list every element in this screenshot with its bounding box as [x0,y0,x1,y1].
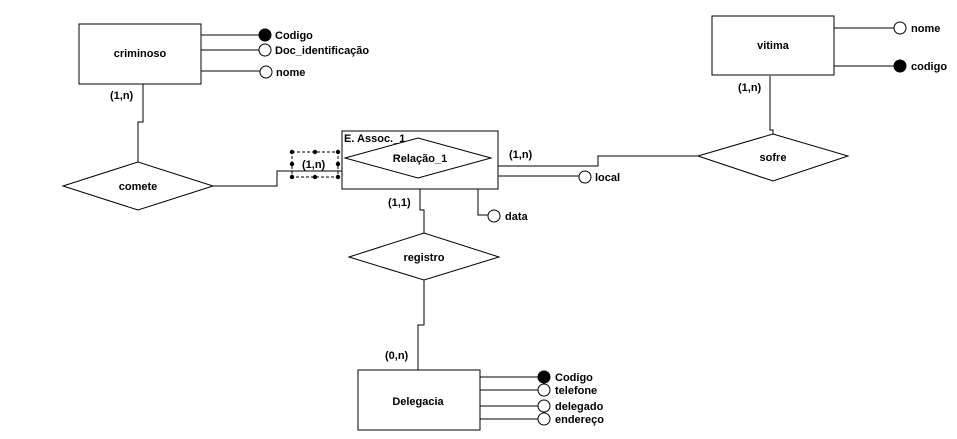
resize-handle[interactable] [289,149,295,155]
connector-lines [137,27,894,420]
cardinality-label: (1,n) [738,82,762,94]
attribute-label: endereço [555,414,604,426]
cardinality-label: (1,1) [388,197,411,209]
attribute-icon[interactable] [893,21,907,35]
attribute-label: Codigo [555,372,593,384]
cardinality-label: (0,n) [385,350,409,362]
cardinality-label: (1,n) [302,159,326,171]
attribute-icon[interactable] [487,209,501,223]
relationship-sofre[interactable]: sofre [696,133,850,182]
attribute-label: codigo [911,61,947,73]
selection-box[interactable] [289,149,341,180]
key-attribute-icon[interactable] [537,370,551,384]
entity-label: criminoso [114,48,167,60]
relationship-comete[interactable]: comete [61,161,215,211]
entity-box [711,15,835,76]
attribute-icon[interactable] [259,65,273,79]
criminoso-attributes: Codigo Doc_identificação nome [258,28,369,79]
attribute-label: Codigo [275,30,313,42]
attribute-icon[interactable] [537,399,551,413]
assoc-attributes: local data [487,170,620,223]
resize-handle[interactable] [335,174,341,180]
resize-handle[interactable] [312,174,318,180]
delegacia-attributes: Codigo telefone delegado endereço [537,370,604,426]
relationship-diamond [696,133,850,182]
entity-box [78,23,202,85]
resize-handle[interactable] [335,161,341,167]
associative-entity[interactable]: E. Assoc._1 Relação_1 [341,130,499,190]
relationship-label: registro [404,252,445,264]
attribute-label: Doc_identificação [275,45,369,57]
relationship-registro[interactable]: registro [347,232,501,281]
attribute-label: nome [911,23,940,35]
attribute-label: nome [276,67,305,79]
entity-vitima[interactable]: vitima [711,15,835,76]
attribute-icon[interactable] [258,43,272,57]
attribute-icon[interactable] [537,383,551,397]
vitima-attributes: nome codigo [893,21,947,73]
resize-handle[interactable] [289,161,295,167]
relationship-label: comete [119,181,158,193]
relationship-diamond [343,137,493,179]
entity-label: vitima [757,40,790,52]
cardinality-label: (1,n) [509,149,533,161]
relationship-label: Relação_1 [393,153,447,165]
relationship-diamond [61,161,215,211]
attribute-label: data [505,211,529,223]
entity-label: Delegacia [392,396,444,408]
attribute-label: local [595,172,620,184]
entity-box [357,369,481,431]
key-attribute-icon[interactable] [893,59,907,73]
cardinality-label: (1,n) [110,90,134,102]
entity-delegacia[interactable]: Delegacia [357,369,481,431]
relationship-label: sofre [760,152,787,164]
attribute-icon[interactable] [537,412,551,426]
attribute-label: telefone [555,385,597,397]
resize-handle[interactable] [289,174,295,180]
entity-label: E. Assoc._1 [344,133,405,145]
attribute-icon[interactable] [578,170,592,184]
attribute-label: delegado [555,401,604,413]
relationship-diamond [347,232,501,281]
entity-criminoso[interactable]: criminoso [78,23,202,85]
key-attribute-icon[interactable] [258,28,272,42]
resize-handle[interactable] [335,149,341,155]
resize-handle[interactable] [312,149,318,155]
